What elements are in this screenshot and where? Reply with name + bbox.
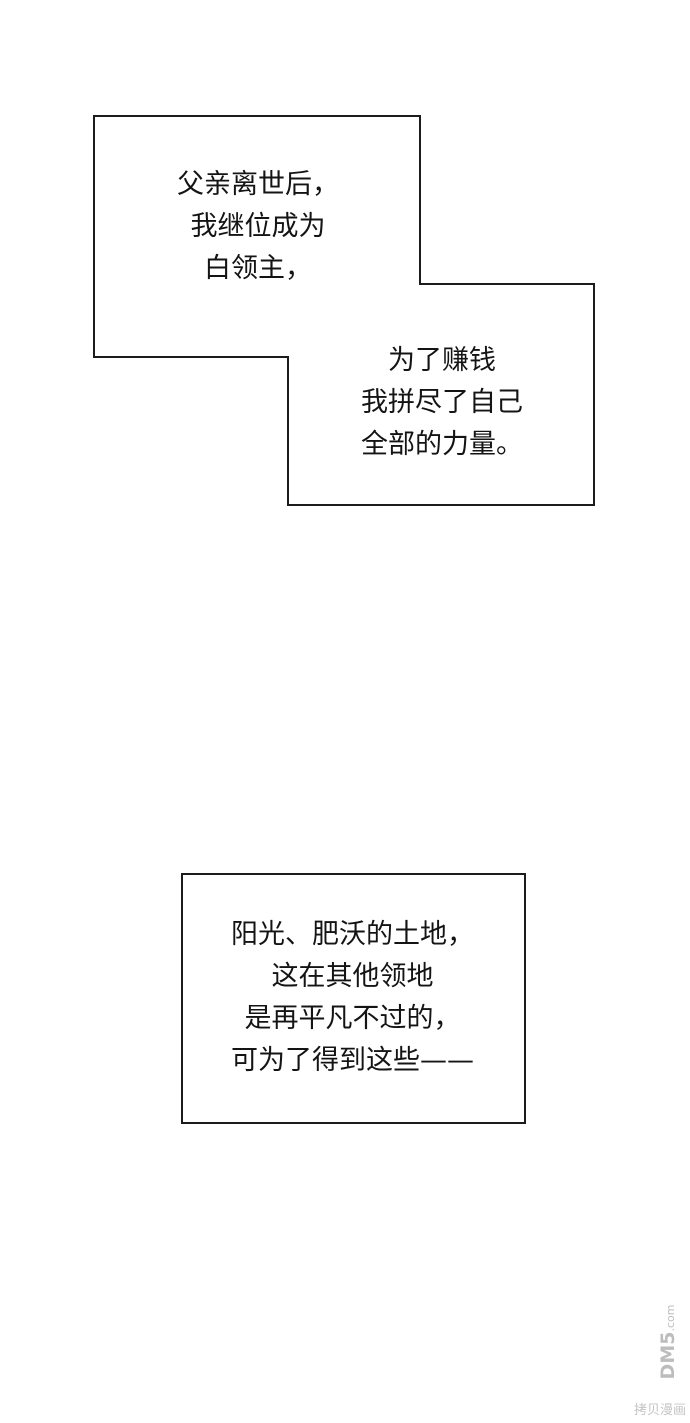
narration-line: 我拼尽了自己 [361, 387, 523, 418]
narration-line: 全部的力量。 [361, 429, 523, 460]
narration-line: 我继位成为 [190, 211, 326, 242]
narration-line: 白领主， [204, 253, 312, 284]
narration-text-2: 阳光、肥沃的土地， 这在其他领地 是再平凡不过的， 可为了得到这些—— [181, 914, 524, 1082]
narration-line: 是再平凡不过的， [244, 1003, 461, 1034]
dm5-logo-icon: DM5.com [656, 1287, 680, 1397]
watermark-logo-main: DM5 [657, 1331, 679, 1380]
narration-line: 父亲离世后， [177, 169, 339, 200]
watermark: DM5.com 拷贝漫画 [624, 1279, 686, 1419]
narration-text-upper: 父亲离世后， 我继位成为 白领主， [150, 164, 366, 290]
watermark-logo-suffix: .com [664, 1304, 677, 1332]
narration-box-2 [181, 873, 526, 1124]
narration-line: 阳光、肥沃的土地， [231, 919, 474, 950]
narration-line: 这在其他领地 [271, 961, 434, 992]
watermark-caption: 拷贝漫画 [633, 1403, 686, 1418]
narration-text-lower: 为了赚钱 我拼尽了自己 全部的力量。 [318, 340, 566, 466]
narration-line: 可为了得到这些—— [231, 1045, 474, 1076]
narration-line: 为了赚钱 [388, 345, 496, 376]
